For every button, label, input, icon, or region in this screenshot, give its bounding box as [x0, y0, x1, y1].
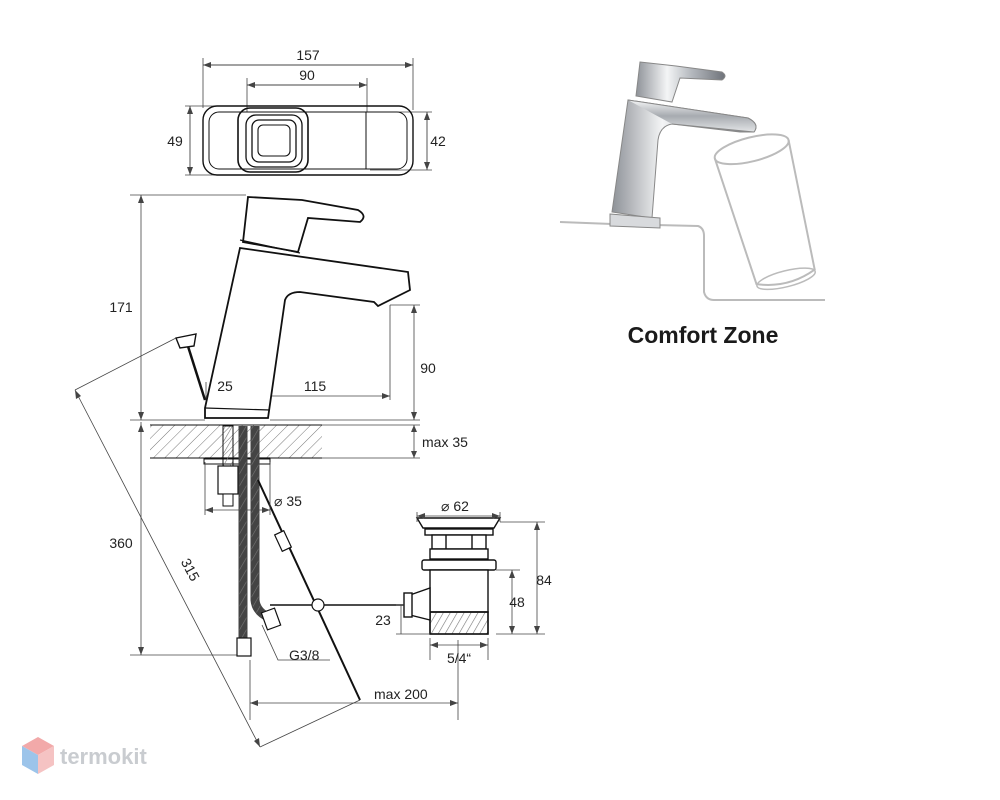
drain-view: [396, 512, 545, 660]
comfort-zone-label: Comfort Zone: [628, 322, 779, 348]
countertop: [150, 425, 322, 458]
label-rod-length: 315: [178, 556, 203, 584]
drain-cap: [415, 517, 502, 529]
side-view: [74, 194, 459, 748]
label-rod-reach: max 200: [374, 686, 428, 702]
pull-rod: [184, 339, 207, 401]
label-cap-diameter: ⌀ 62: [441, 498, 469, 514]
watermark-logo-icon: [22, 737, 54, 774]
label-outlet-height: 23: [375, 612, 391, 628]
label-right-height: 42: [430, 133, 446, 149]
label-overall-width: 157: [296, 47, 320, 63]
dim-handle-width: [247, 82, 367, 88]
label-drain-total-height: 84: [536, 572, 552, 588]
chrome-faucet-handle: [635, 61, 726, 103]
top-view: [185, 58, 432, 176]
label-drain-thread: 5/4“: [447, 650, 471, 666]
dim-right-height: [424, 112, 430, 170]
watermark-text: termokit: [60, 744, 147, 769]
comfort-zone-illustration: [559, 61, 825, 301]
label-hole-diameter: ⌀ 35: [274, 493, 302, 509]
label-spout-reach: 115: [304, 378, 327, 394]
top-view-body: [202, 105, 414, 176]
label-lever-offset: 25: [217, 378, 233, 394]
drain-rod: [257, 479, 361, 701]
label-spout-height: 90: [420, 360, 436, 376]
label-hose-thread: G3/8: [289, 647, 320, 663]
label-counter-thickness: max 35: [422, 434, 468, 450]
label-left-height: 49: [167, 133, 183, 149]
dimension-labels: 157 90 49 42 171 90 25 115 max 35 ⌀ 35 3…: [109, 47, 552, 702]
label-faucet-height: 171: [109, 299, 133, 315]
label-total-height: 360: [109, 535, 133, 551]
label-handle-width: 90: [299, 67, 315, 83]
drain-body: [421, 559, 497, 571]
dim-left-height: [187, 106, 193, 175]
label-drain-body-height: 48: [509, 594, 525, 610]
faucet-handle: [242, 196, 365, 254]
dim-overall-width: [203, 62, 413, 68]
faucet-body: [204, 246, 411, 419]
top-view-handle: [237, 107, 309, 173]
watermark: termokit: [22, 737, 147, 774]
glass: [713, 133, 816, 291]
